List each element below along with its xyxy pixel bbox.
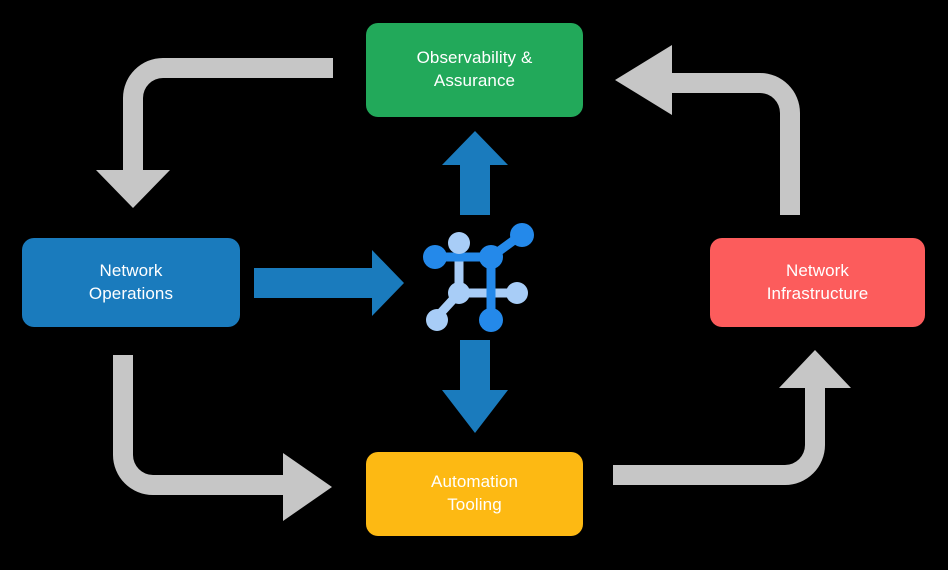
node-network-infrastructure[interactable]: Network Infrastructure [710, 238, 925, 327]
node-automation-tooling[interactable]: Automation Tooling [366, 452, 583, 536]
arrow-observability-to-operations [96, 58, 333, 208]
arrow-center-to-observability [442, 131, 508, 215]
arrow-operations-to-center [254, 250, 404, 316]
node-infrastructure-label: Network Infrastructure [766, 260, 869, 303]
node-network-operations[interactable]: Network Operations [22, 238, 240, 327]
arrow-operations-to-automation [113, 355, 332, 521]
arrow-center-to-automation [442, 340, 508, 433]
node-observability-label: Observability & Assurance [416, 48, 533, 90]
arrow-infrastructure-to-observability [615, 45, 800, 215]
node-operations-label: Network Operations [88, 260, 174, 303]
network-topology-icon [423, 223, 534, 332]
arrow-automation-to-infrastructure [613, 350, 851, 485]
node-automation-label: Automation Tooling [431, 472, 518, 514]
node-observability-assurance[interactable]: Observability & Assurance [366, 23, 583, 117]
